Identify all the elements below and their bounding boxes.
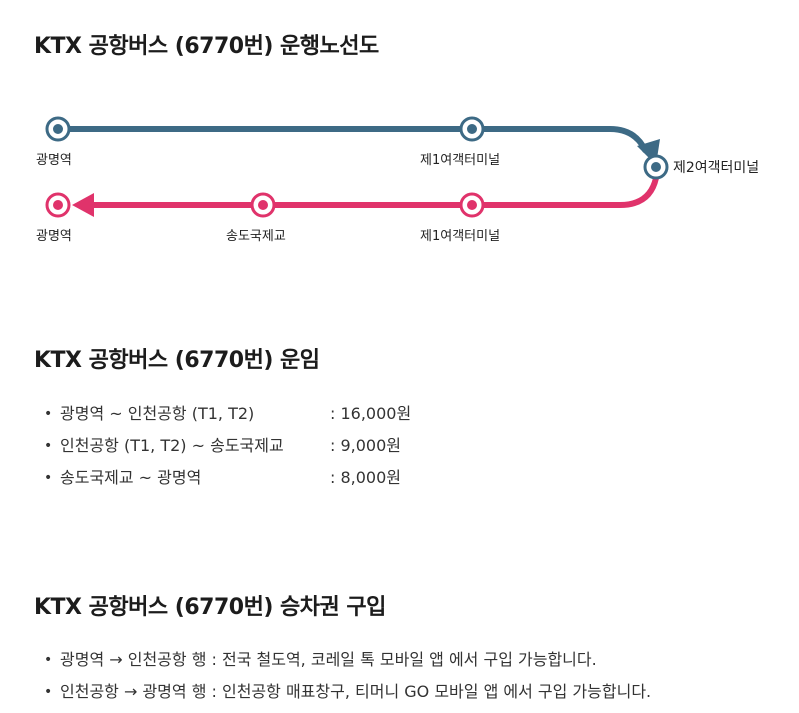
station-marker-t1-out (459, 116, 485, 142)
inbound-line (92, 177, 659, 208)
list-item: 송도국제교 ~ 광명역: 8,000원 (44, 462, 411, 494)
station-label-songdo: 송도국제교 (226, 229, 286, 244)
inbound-arrow-icon (72, 193, 94, 217)
outbound-line (55, 126, 648, 153)
station-marker-songdo (250, 192, 276, 218)
ticket-list: 광명역 → 인천공항 행 : 전국 철도역, 코레일 톡 모바일 앱 에서 구입… (44, 644, 651, 708)
station-marker-gwangmyeong-out (45, 116, 71, 142)
station-label-t1-in: 제1여객터미널 (420, 229, 500, 244)
station-marker-gwangmyeong-in (45, 192, 71, 218)
route-map-title: KTX 공항버스 (6770번) 운행노선도 (34, 34, 379, 59)
fare-title: KTX 공항버스 (6770번) 운임 (34, 348, 320, 373)
fare-list: 광명역 ~ 인천공항 (T1, T2): 16,000원 인천공항 (T1, T… (44, 398, 411, 494)
station-label-t1-out: 제1여객터미널 (420, 153, 500, 168)
station-label-t2: 제2여객터미널 (673, 160, 759, 176)
ticket-title: KTX 공항버스 (6770번) 승차권 구입 (34, 595, 386, 620)
list-item: 인천공항 → 광명역 행 : 인천공항 매표창구, 티머니 GO 모바일 앱 에… (44, 676, 651, 708)
list-item: 광명역 ~ 인천공항 (T1, T2): 16,000원 (44, 398, 411, 430)
station-label-gwangmyeong-in: 광명역 (36, 229, 72, 244)
list-item: 인천공항 (T1, T2) ~ 송도국제교: 9,000원 (44, 430, 411, 462)
station-marker-t1-in (459, 192, 485, 218)
list-item: 광명역 → 인천공항 행 : 전국 철도역, 코레일 톡 모바일 앱 에서 구입… (44, 644, 651, 676)
station-label-gwangmyeong-out: 광명역 (36, 153, 72, 168)
station-marker-t2 (643, 154, 669, 180)
route-map: 광명역 제1여객터미널 제2여객터미널 제1여객터미널 송도국제교 광명역 (36, 116, 759, 244)
